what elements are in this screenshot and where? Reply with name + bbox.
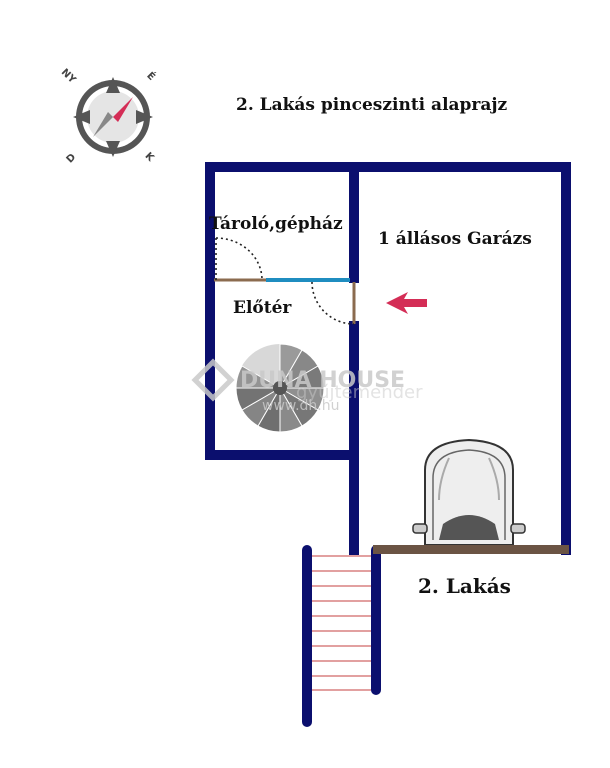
storage-door-swing <box>215 237 263 281</box>
apartment-label: 2. Lakás <box>418 574 511 598</box>
compass-icon: NY É D K <box>59 67 159 166</box>
car-icon <box>412 438 526 546</box>
watermark-brand: DUNA HOUSE <box>240 368 405 393</box>
room-label-storage: Tároló,gépház <box>209 214 343 234</box>
watermark-secondary: gyűjtemender <box>296 382 423 403</box>
watermark-logo-icon <box>191 358 235 402</box>
watermark: DUNA HOUSE www.dh.hu gyűjtemender <box>191 358 423 414</box>
spiral-staircase-icon <box>235 343 325 433</box>
compass-label-ny: NY <box>59 67 78 86</box>
walls <box>205 162 571 727</box>
garage-door-swing <box>311 281 355 325</box>
plan-title: 2. Lakás pinceszinti alaprajz <box>236 95 508 115</box>
compass-needle-south-icon <box>93 112 113 137</box>
outdoor-stairs <box>312 555 371 691</box>
compass-label-e: É <box>144 69 158 83</box>
room-label-hall: Előtér <box>233 298 292 318</box>
room-label-garage: 1 állásos Garázs <box>378 229 532 249</box>
entrance-arrow-icon <box>386 292 427 314</box>
compass-label-d: D <box>65 152 79 166</box>
compass-needle-north-icon <box>113 97 133 122</box>
watermark-url: www.dh.hu <box>262 398 339 414</box>
compass-label-k: K <box>143 151 157 165</box>
garage-entrance-beam <box>373 545 569 554</box>
